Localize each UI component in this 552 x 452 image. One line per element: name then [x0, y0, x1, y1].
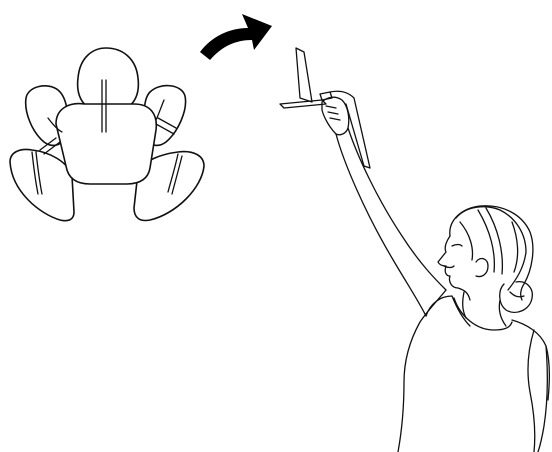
woman-holding-device-illustration: [280, 48, 549, 452]
torso-left: [398, 290, 446, 452]
hair: [456, 207, 526, 290]
shoulder-right: [512, 320, 549, 400]
eye: [452, 245, 462, 247]
raised-arm: [336, 134, 426, 316]
ear: [476, 259, 488, 277]
folded-tablet-stand-icon: [10, 48, 204, 221]
held-device-arm: [330, 91, 370, 168]
held-device-panel: [296, 48, 312, 102]
hair-bun-detail: [510, 292, 524, 297]
hand: [322, 97, 349, 135]
stand-petal-top: [78, 48, 139, 108]
curved-arrow-icon: [200, 14, 272, 60]
hair-strands: [460, 222, 518, 272]
mouth: [444, 266, 454, 268]
hair-band: [478, 208, 502, 274]
hair-bun: [500, 282, 533, 313]
torso-right: [528, 330, 535, 452]
hand-fingers: [326, 106, 340, 120]
held-device-base: [280, 100, 326, 108]
head-outline: [450, 206, 533, 300]
arm-down-right: [538, 346, 547, 452]
arrow-shape: [200, 14, 272, 60]
